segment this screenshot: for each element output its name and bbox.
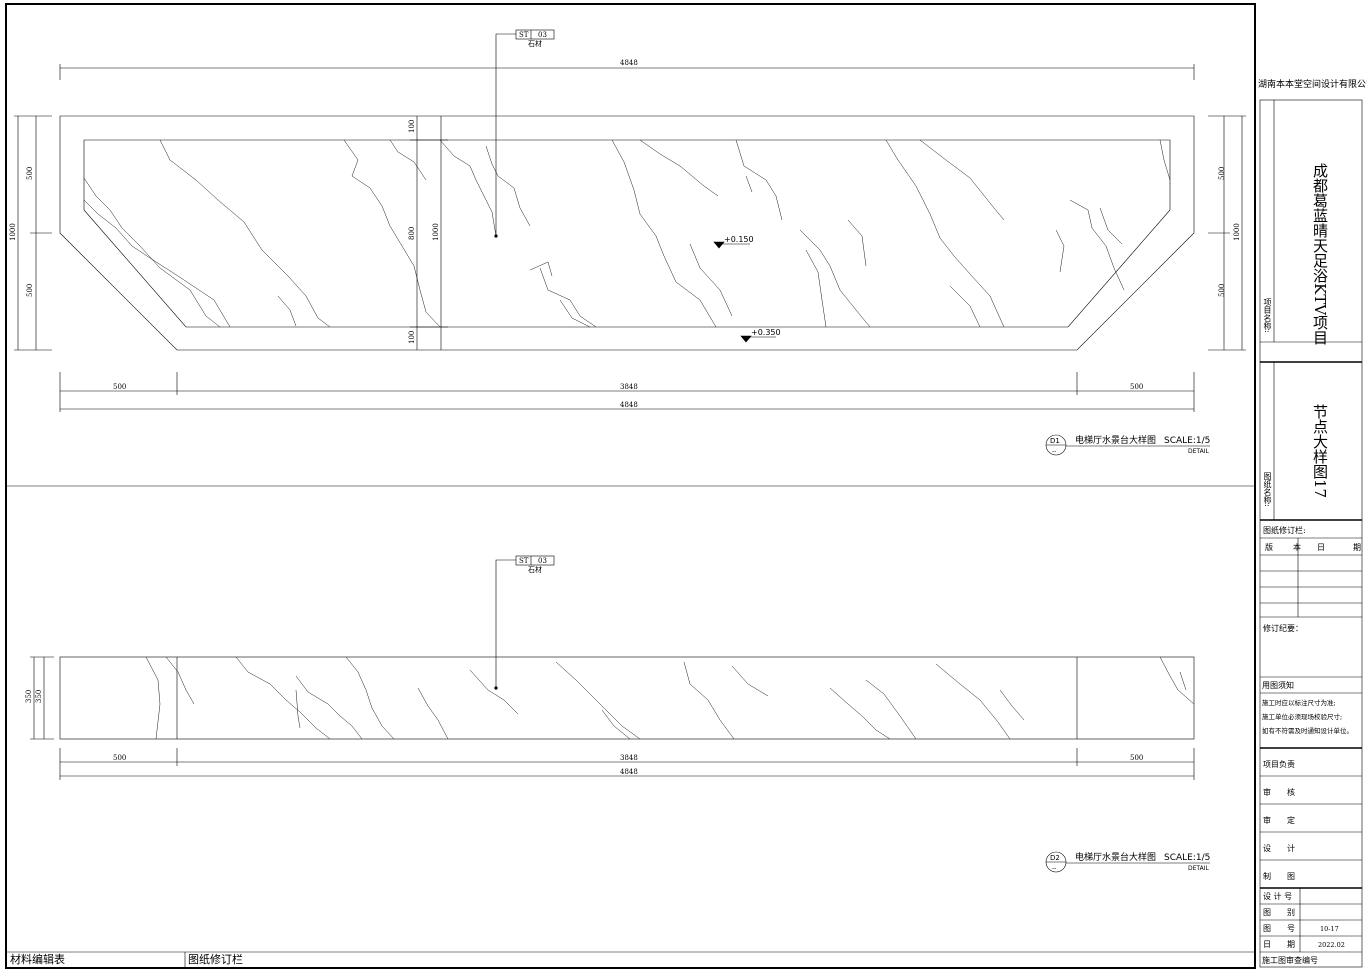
info-value-3: 10-17	[1320, 925, 1339, 933]
dim-bottom-middle: 3848	[620, 383, 638, 391]
detail1-plan	[14, 33, 1246, 456]
dim-left-total: 1000	[9, 223, 17, 241]
plan-inner-outline	[83, 139, 1171, 328]
dim-mid-inner: 800	[408, 227, 416, 240]
dim-left-lower: 500	[26, 284, 34, 297]
dim-mid-top: 100	[408, 120, 416, 133]
detail1-title: 电梯厅水景台大样图	[1075, 434, 1156, 446]
marble-veins-d2	[145, 656, 1195, 740]
revision-note-label: 修订纪要：	[1263, 623, 1303, 633]
elevation-outline	[59, 656, 1195, 740]
detail2-id: D2	[1050, 854, 1060, 862]
detail1-scale: SCALE:1/5	[1164, 436, 1210, 446]
detail2-note: DETAIL	[1188, 865, 1209, 872]
usage-line-3: 如有不符需及时通知设计单位。	[1262, 726, 1353, 735]
dim-mid-total: 1000	[432, 223, 440, 241]
level-150: +0.150	[724, 235, 754, 244]
dim-left-upper: 500	[26, 167, 34, 180]
plan-outline	[59, 115, 1195, 351]
detail2-scale: SCALE:1/5	[1164, 853, 1210, 863]
drawing-name: 节点大样图17	[1311, 404, 1329, 499]
dim2-bottom-left: 500	[113, 754, 126, 762]
company-name: 湖南本本堂空间设计有限公司	[1258, 78, 1367, 90]
role-3: 审 定	[1263, 815, 1295, 825]
review-no-label: 施工图审查编号	[1262, 955, 1318, 965]
dim-right-lower: 500	[1218, 284, 1226, 297]
detail1-sub: --	[1052, 448, 1056, 455]
role-4: 设 计	[1263, 843, 1295, 853]
info-label-1: 设 计 号	[1263, 891, 1292, 901]
info-label-2: 图 别	[1263, 908, 1295, 917]
role-1: 项目负责	[1263, 759, 1295, 769]
level-350: +0.350	[751, 328, 781, 337]
dim-right-upper: 500	[1218, 167, 1226, 180]
dim2-bottom-right: 500	[1130, 754, 1143, 762]
dim2-left-inner: 350	[35, 690, 43, 703]
usage-title: 用图须知	[1262, 680, 1294, 690]
tag-material-d1: 石材	[528, 39, 542, 48]
role-5: 制 图	[1263, 871, 1295, 881]
rev-col-2: 本	[1293, 542, 1301, 552]
role-2: 审 核	[1263, 787, 1295, 797]
dim2-left-outer: 350	[25, 690, 33, 703]
detail1-id: D1	[1050, 437, 1060, 445]
rev-col-3: 日	[1317, 543, 1325, 552]
tag-material-d2: 石材	[528, 565, 542, 574]
dim2-bottom-middle: 3848	[620, 754, 638, 762]
material-table-label: 材料编辑表	[10, 952, 65, 966]
title-block	[1259, 99, 1363, 968]
dim2-bottom-total: 4848	[620, 768, 638, 776]
dim-bottom-right: 500	[1130, 383, 1143, 391]
usage-line-1: 施工时应以标注尺寸为准;	[1262, 698, 1336, 707]
tag-num-d1: 03	[538, 31, 547, 39]
detail1-note: DETAIL	[1188, 448, 1209, 455]
detail2-title: 电梯厅水景台大样图	[1075, 851, 1156, 863]
dim-top-total: 4848	[620, 59, 638, 67]
tag-code-d2: ST	[519, 557, 529, 565]
project-label: 项目名称:	[1263, 298, 1272, 333]
detail2-elevation	[30, 559, 1210, 873]
marble-veins-d1	[83, 139, 1171, 328]
revision-bar-label: 图纸修订栏	[188, 952, 243, 966]
project-name: 成都葛蓝晴天足浴KTV项目	[1311, 163, 1329, 346]
revision-label: 图纸修订栏:	[1263, 525, 1306, 535]
detail2-sub: --	[1052, 865, 1056, 872]
dim-mid-bottom: 100	[408, 331, 416, 344]
usage-line-2: 施工单位必须现场校验尺寸;	[1262, 712, 1342, 721]
rev-col-1: 版	[1265, 542, 1273, 552]
dim-bottom-left: 500	[113, 383, 126, 391]
drawing-label: 图纸名称:	[1263, 472, 1272, 507]
info-label-3: 图 号	[1263, 924, 1295, 933]
dim-bottom-total: 4848	[620, 401, 638, 409]
info-label-4: 日 期	[1263, 940, 1295, 949]
tag-code-d1: ST	[519, 31, 529, 39]
dim-right-total: 1000	[1233, 223, 1241, 241]
rev-col-4: 期	[1353, 543, 1361, 552]
tag-num-d2: 03	[538, 557, 547, 565]
info-value-4: 2022.02	[1318, 941, 1345, 949]
